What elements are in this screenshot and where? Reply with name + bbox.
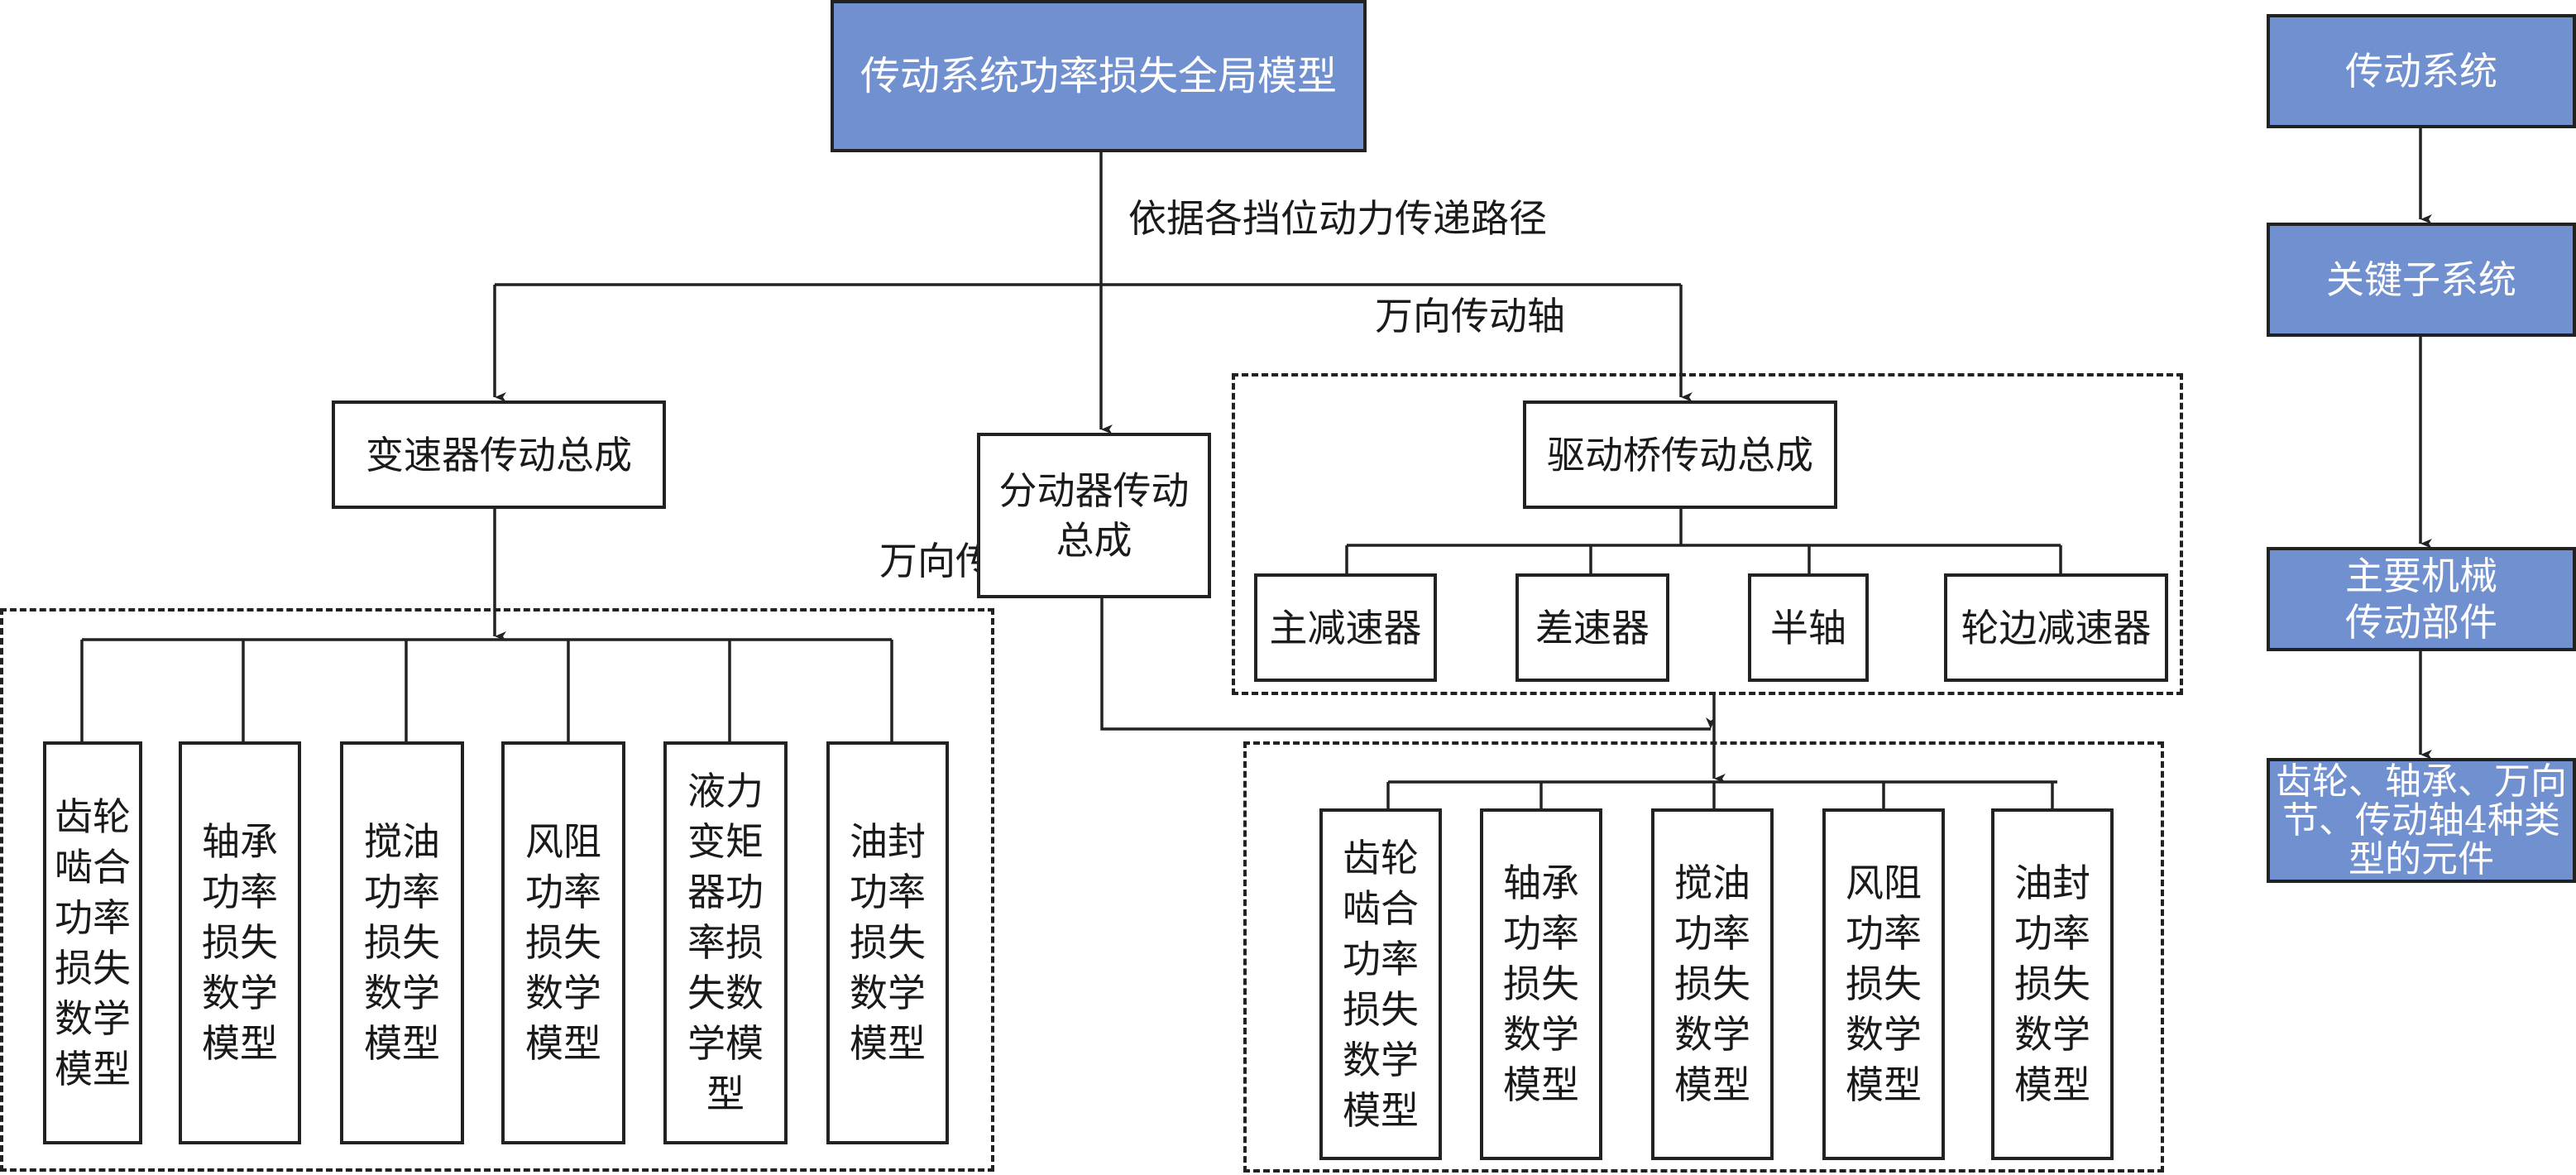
transmission-model: 轴承功率损失数学模型 — [179, 741, 301, 1144]
part-label: 差速器 — [1535, 605, 1650, 650]
model-label: 搅油功率损失数学模型 — [364, 819, 440, 1066]
model-label: 风阻功率损失数学模型 — [1846, 861, 1922, 1107]
axle-models-group — [1243, 741, 2164, 1173]
hierarchy-level-components: 主要机械传动部件 — [2267, 547, 2576, 651]
model-label: 液力变矩器功率损失数学模型 — [687, 769, 764, 1116]
root-edge-label: 依据各挡位动力传递路径 — [1128, 196, 1547, 241]
transfer-case-path — [1100, 597, 1716, 731]
model-label: 油封功率损失数学模型 — [850, 819, 926, 1066]
axle-model: 油封功率损失数学模型 — [1991, 808, 2114, 1160]
drive-axle-group — [1232, 373, 2183, 695]
drive-axle-part: 半轴 — [1748, 573, 1869, 682]
model-label: 油封功率损失数学模型 — [2014, 861, 2090, 1107]
root-node: 传动系统功率损失全局模型 — [831, 0, 1367, 152]
level-label: 主要机械传动部件 — [2345, 554, 2497, 645]
model-label: 轴承功率损失数学模型 — [202, 819, 278, 1066]
part-label: 主减速器 — [1269, 605, 1422, 650]
transmission-model: 风阻功率损失数学模型 — [501, 741, 625, 1144]
model-label: 齿轮啮合功率损失数学模型 — [1343, 835, 1419, 1133]
transmission-model: 齿轮啮合功率损失数学模型 — [43, 741, 142, 1144]
model-label: 齿轮啮合功率损失数学模型 — [55, 794, 131, 1091]
transmission-model: 油封功率损失数学模型 — [826, 741, 949, 1144]
axle-model: 风阻功率损失数学模型 — [1822, 808, 1945, 1160]
axle-model: 搅油功率损失数学模型 — [1651, 808, 1774, 1160]
transmission-assembly-label: 变速器传动总成 — [366, 432, 632, 477]
transfer-case-assembly-label: 分动器传动总成 — [998, 468, 1190, 563]
level-label: 传动系统 — [2345, 49, 2497, 94]
transmission-model: 搅油功率损失数学模型 — [340, 741, 464, 1144]
root-node-label: 传动系统功率损失全局模型 — [859, 53, 1337, 99]
transmission-models-group — [0, 608, 994, 1172]
hierarchy-level-elements: 齿轮、轴承、万向节、传动轴4种类型的元件 — [2267, 758, 2576, 883]
hierarchy-level-system: 传动系统 — [2267, 14, 2576, 128]
axle-model: 轴承功率损失数学模型 — [1480, 808, 1602, 1160]
transmission-assembly: 变速器传动总成 — [332, 400, 666, 509]
drive-axle-part: 差速器 — [1515, 573, 1669, 682]
drive-axle-part: 轮边减速器 — [1944, 573, 2168, 682]
drive-axle-assembly-label: 驱动桥传动总成 — [1547, 432, 1813, 477]
transmission-model: 液力变矩器功率损失数学模型 — [663, 741, 788, 1144]
part-label: 轮边减速器 — [1961, 605, 2152, 650]
model-label: 轴承功率损失数学模型 — [1503, 861, 1579, 1107]
level-label: 齿轮、轴承、万向节、传动轴4种类型的元件 — [2276, 760, 2567, 880]
model-label: 搅油功率损失数学模型 — [1674, 861, 1750, 1107]
drive-axle-assembly: 驱动桥传动总成 — [1523, 400, 1837, 509]
edge-label-to-drive-axle: 万向传动轴 — [1375, 294, 1565, 338]
drive-axle-part: 主减速器 — [1254, 573, 1437, 682]
level-label: 关键子系统 — [2326, 257, 2516, 302]
axle-model: 齿轮啮合功率损失数学模型 — [1319, 808, 1442, 1160]
hierarchy-level-subsystem: 关键子系统 — [2267, 223, 2576, 337]
transfer-case-assembly: 分动器传动总成 — [977, 433, 1211, 598]
part-label: 半轴 — [1770, 605, 1846, 650]
model-label: 风阻功率损失数学模型 — [525, 819, 601, 1066]
